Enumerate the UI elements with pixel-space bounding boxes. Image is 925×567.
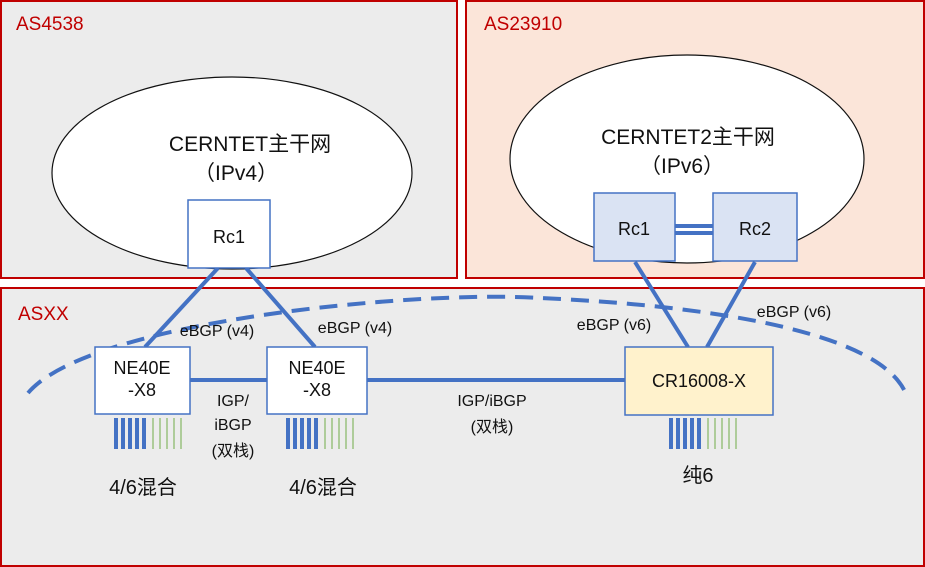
- edge-label-ebgp-v4-left: eBGP (v4): [180, 323, 254, 340]
- footer-mixed-b: 4/6混合: [289, 476, 357, 499]
- ports-ne40e-b: [286, 418, 354, 449]
- edge-label-ebgp-v4-right: eBGP (v4): [318, 320, 392, 337]
- edge-label-igp-right-line1: IGP/iBGP: [457, 393, 526, 410]
- edge-label-ebgp-v6-left: eBGP (v6): [577, 317, 651, 334]
- link-rc1v6-to-cr16008: [633, 260, 690, 349]
- node-rc1-v6-label: Rc1: [618, 219, 650, 239]
- node-cr16008-label: CR16008-X: [652, 371, 746, 391]
- footer-mixed-a: 4/6混合: [109, 476, 177, 499]
- region-as23910-label: AS23910: [484, 14, 562, 35]
- node-ne40e-b-line2: -X8: [303, 380, 331, 400]
- region-asxx-label: ASXX: [18, 304, 69, 325]
- ports-ne40e-a: [114, 418, 182, 449]
- link-rc2-to-cr16008: [705, 261, 757, 348]
- link-rc1-to-ne40e-b: [244, 266, 317, 349]
- cloud-ipv4-subtitle: （IPv4）: [194, 162, 278, 185]
- node-cr16008: [624, 346, 774, 416]
- edge-label-igp-right-line2: (双栈): [471, 418, 514, 436]
- edge-label-igp-left-line3: (双栈): [212, 442, 255, 460]
- cloud-ipv4: [51, 76, 413, 270]
- cloud-ipv6-title: CERNTET2主干网: [601, 126, 775, 149]
- node-ne40e-b: [266, 346, 368, 415]
- asxx-dashed-boundary: [26, 294, 908, 395]
- node-ne40e-a: [94, 346, 191, 415]
- node-rc2-v6-label: Rc2: [739, 219, 771, 239]
- region-asxx: [0, 287, 925, 567]
- edge-label-ebgp-v6-right: eBGP (v6): [757, 304, 831, 321]
- cloud-ipv6-subtitle: （IPv6）: [640, 155, 724, 178]
- node-ne40e-b-line1: NE40E: [288, 358, 345, 378]
- edge-label-igp-left-line2: iBGP: [214, 417, 251, 434]
- node-rc2-v6: [712, 192, 798, 262]
- region-as4538-label: AS4538: [16, 14, 84, 35]
- node-ne40e-a-line1: NE40E: [113, 358, 170, 378]
- link-rc1-to-ne40e-a: [143, 266, 220, 349]
- ports-cr16008: [669, 418, 737, 449]
- node-ne40e-a-line2: -X8: [128, 380, 156, 400]
- node-rc1-v6: [593, 192, 676, 262]
- node-rc1-v4-label: Rc1: [213, 227, 245, 247]
- edge-label-igp-left-line1: IGP/: [217, 393, 250, 410]
- node-rc1-v4: [187, 199, 271, 269]
- footer-pure6: 纯6: [682, 464, 713, 487]
- cloud-ipv4-title: CERNTET主干网: [169, 133, 331, 156]
